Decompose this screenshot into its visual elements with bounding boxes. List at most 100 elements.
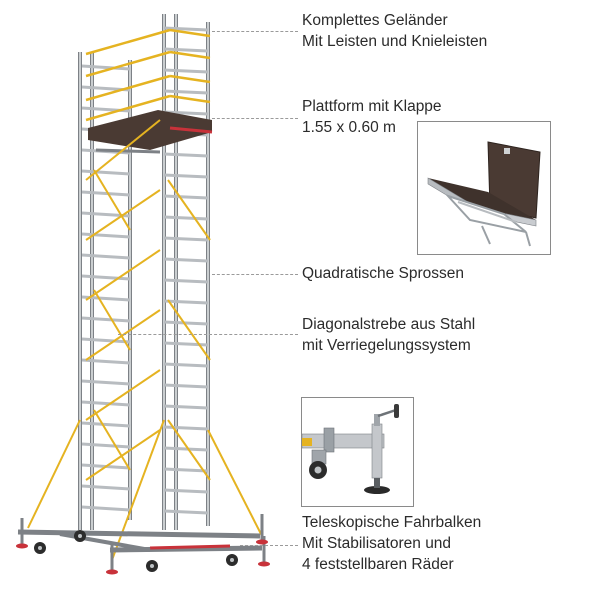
callout-railing: Komplettes Geländer Mit Leisten und Knie… xyxy=(302,10,487,52)
diagonal-brace xyxy=(85,119,161,181)
guard-rail xyxy=(169,94,211,104)
callout-brace-line-1: Diagonalstrebe aus Stahl xyxy=(302,316,476,333)
guard-rail xyxy=(85,50,171,78)
back-frame-rung xyxy=(81,484,131,491)
callout-railing-line-1: Komplettes Geländer xyxy=(302,12,448,29)
guard-rail xyxy=(85,94,171,122)
caster-wheel-hub xyxy=(230,558,234,562)
front-frame-rung xyxy=(163,341,209,347)
front-frame-rung xyxy=(163,509,209,515)
front-frame-rung xyxy=(163,299,209,305)
platform-toe-board-red xyxy=(169,126,213,134)
leader-line-platform xyxy=(212,118,298,119)
callout-rungs: Quadratische Sprossen xyxy=(302,263,464,284)
guard-rail xyxy=(169,74,211,84)
stabilizer-foot-pad xyxy=(258,561,270,567)
back-frame-rung xyxy=(81,169,131,176)
callout-platform-line-1: Plattform mit Klappe xyxy=(302,98,442,115)
front-frame-rung xyxy=(163,404,209,410)
stabilizer-foot-pad xyxy=(106,569,118,575)
front-frame-rung xyxy=(163,89,209,95)
front-frame-rung xyxy=(163,194,209,200)
callout-outriggers-line-3: 4 feststellbaren Räder xyxy=(302,556,454,573)
back-frame-rung xyxy=(81,358,131,365)
front-frame-rung xyxy=(163,320,209,326)
stabilizer-foot-pad xyxy=(256,539,268,545)
back-frame-rung xyxy=(81,232,131,239)
guard-rail xyxy=(169,28,211,38)
diagonal-brace xyxy=(167,299,211,361)
callout-brace-line-2: mit Verriegelungssystem xyxy=(302,337,471,354)
diagonal-brace xyxy=(167,419,211,481)
front-frame-rung xyxy=(163,47,209,53)
front-frame-rung xyxy=(163,152,209,158)
front-frame-rung xyxy=(163,215,209,221)
back-frame-rung xyxy=(81,274,131,281)
back-frame-rung xyxy=(81,505,131,512)
stabilizer-strut xyxy=(27,419,81,529)
front-frame-rung xyxy=(163,488,209,494)
platform-frame xyxy=(95,148,161,154)
diagonal-brace xyxy=(85,309,161,361)
back-frame-rung xyxy=(81,337,131,344)
guard-rail xyxy=(169,50,211,60)
back-frame-rung xyxy=(81,253,131,260)
back-frame-rung xyxy=(81,316,131,323)
callout-platform: Plattform mit Klappe 1.55 x 0.60 m xyxy=(302,96,442,138)
scaffold-tower-illustration xyxy=(16,14,270,575)
front-frame-rung xyxy=(163,257,209,263)
callout-rungs-line-1: Quadratische Sprossen xyxy=(302,265,464,282)
diagonal-brace xyxy=(85,369,161,421)
leader-line-railing xyxy=(212,31,298,32)
front-frame-rung xyxy=(163,446,209,452)
base-beam-red-marking xyxy=(149,544,231,550)
tower-frame xyxy=(16,14,270,575)
diagonal-brace xyxy=(85,249,161,301)
front-frame-rung xyxy=(163,26,209,32)
base-beam xyxy=(17,529,261,539)
back-frame-rung xyxy=(81,190,131,197)
callout-outriggers-line-2: Mit Stabilisatoren und xyxy=(302,535,452,552)
leader-line-rungs xyxy=(212,274,298,275)
front-frame-rung xyxy=(163,362,209,368)
leader-line-outriggers xyxy=(240,545,298,546)
back-frame-rung xyxy=(81,379,131,386)
stabilizer-foot-pad xyxy=(16,543,28,549)
diagonal-brace xyxy=(93,169,131,231)
front-frame-rung xyxy=(163,425,209,431)
diagonal-brace xyxy=(93,289,131,351)
base-beam xyxy=(109,545,263,553)
front-frame-rung xyxy=(163,383,209,389)
front-frame-rung xyxy=(163,467,209,473)
caster-wheel-hub xyxy=(38,546,42,550)
leader-line-brace xyxy=(118,334,298,335)
callout-railing-line-2: Mit Leisten und Knieleisten xyxy=(302,33,488,50)
back-frame-rung xyxy=(81,64,131,71)
platform-deck xyxy=(88,110,212,150)
back-frame-rung xyxy=(81,421,131,428)
callout-outriggers: Teleskopische Fahrbalken Mit Stabilisato… xyxy=(302,512,481,575)
front-frame-rung xyxy=(163,278,209,284)
diagonal-brace xyxy=(167,179,211,241)
diagonal-brace xyxy=(85,429,161,481)
caster-wheel-hub xyxy=(78,534,82,538)
callout-platform-line-2: 1.55 x 0.60 m xyxy=(302,119,396,136)
front-frame-rung xyxy=(163,173,209,179)
callout-brace: Diagonalstrebe aus Stahl mit Verriegelun… xyxy=(302,314,475,356)
stabilizer-strut xyxy=(111,419,165,561)
back-frame-rung xyxy=(81,400,131,407)
guard-rail xyxy=(85,28,171,56)
front-frame-rung xyxy=(163,68,209,74)
caster-wheel-hub xyxy=(150,564,154,568)
stabilizer-strut xyxy=(207,429,263,537)
front-frame-rung xyxy=(163,236,209,242)
diagonal-brace xyxy=(85,189,161,241)
stabilizer-wheel-detail-photo xyxy=(301,397,414,507)
guard-rail xyxy=(85,74,171,102)
callout-outriggers-line-1: Teleskopische Fahrbalken xyxy=(302,514,482,531)
diagonal-brace xyxy=(93,409,131,471)
back-frame-rung xyxy=(81,442,131,449)
platform-hatch-detail-photo xyxy=(417,121,551,255)
front-frame-rung xyxy=(163,110,209,116)
